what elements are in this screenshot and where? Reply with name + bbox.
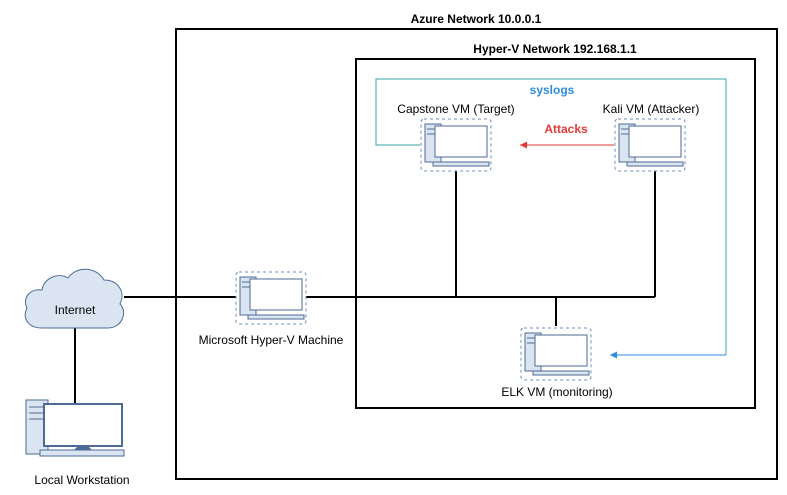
computer-icon (235, 271, 307, 325)
kali-vm-label: Kali VM (Attacker) (603, 102, 700, 116)
local-workstation-label: Local Workstation (34, 473, 129, 487)
hyperv-machine-node[interactable] (235, 271, 307, 325)
syslog-path-outline (375, 78, 727, 355)
computer-icon (520, 327, 592, 381)
internet-label: Internet (55, 303, 96, 317)
computer-icon (614, 118, 686, 172)
cloud-icon (24, 268, 124, 329)
local-workstation-node[interactable] (25, 399, 125, 457)
elk-vm-node[interactable] (520, 327, 592, 381)
capstone-vm-node[interactable] (420, 118, 492, 172)
computer-icon (420, 118, 492, 172)
hyperv-machine-label: Microsoft Hyper-V Machine (199, 333, 344, 347)
attacks-label: Attacks (544, 122, 588, 136)
hyperv-network-container (355, 58, 756, 409)
capstone-vm-label: Capstone VM (Target) (397, 102, 514, 116)
hyperv-network-label: Hyper-V Network 192.168.1.1 (473, 42, 637, 56)
kali-vm-node[interactable] (614, 118, 686, 172)
computer-icon (25, 399, 125, 457)
syslogs-label: syslogs (530, 83, 575, 97)
internet-node[interactable]: Internet (24, 268, 124, 329)
elk-vm-label: ELK VM (monitoring) (501, 385, 612, 399)
azure-network-label: Azure Network 10.0.0.1 (411, 12, 542, 26)
azure-network-container (175, 28, 778, 480)
